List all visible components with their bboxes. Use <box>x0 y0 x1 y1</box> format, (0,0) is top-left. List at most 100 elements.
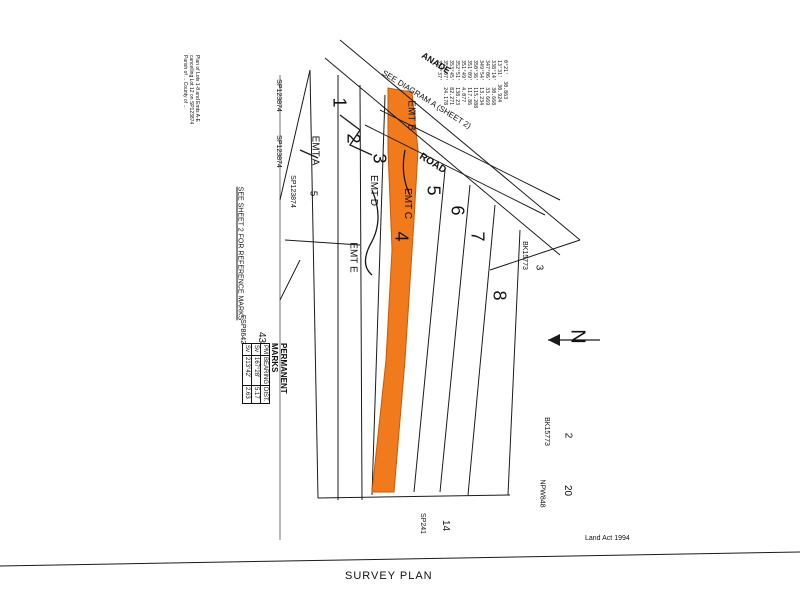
bearing-row: 353°45' 82.271 <box>448 60 454 190</box>
boundary-line <box>439 184 471 493</box>
note-line: Plan of Lots 1-8 and Emts A-E <box>194 55 200 122</box>
bearing-row: 355°07' 24.178 <box>442 60 448 190</box>
easement-path <box>402 149 411 196</box>
boundary-line <box>507 229 521 496</box>
easement-a-label: EMT A <box>309 135 321 166</box>
bearing-row: 13°31' 30.924 <box>496 60 502 190</box>
adjoining-plan-5: SP123874 <box>288 175 296 208</box>
bearing-row: 0°21' 30.863 <box>502 60 508 190</box>
adjoining-lot-5: 5 <box>307 190 319 197</box>
boundary-line <box>413 169 446 493</box>
boundary-line <box>309 69 319 499</box>
bearing-row: 352°51' 138.23 <box>454 60 460 190</box>
land-act-label: Land Act 1994 <box>585 535 630 542</box>
road-corridor <box>324 39 581 256</box>
bottom-border-line <box>0 551 800 567</box>
bearing-value: 351°09' <box>466 60 472 82</box>
table-cell: BEARING <box>260 355 270 386</box>
adjoining-plan-3: BK15773 <box>520 241 528 270</box>
lot-4-highlight[interactable] <box>371 87 419 493</box>
boundary-line <box>467 204 496 496</box>
lot-label-7[interactable]: 7 <box>467 231 488 242</box>
easement-path <box>339 114 373 156</box>
adjoining-plan-43: FSP8642 <box>239 314 247 345</box>
adjoining-plan-20: NPW848 <box>538 479 546 508</box>
easement-c-label: EMT C <box>401 188 413 219</box>
bearing-value: 350°36' <box>472 60 478 82</box>
north-arrow-icon <box>548 334 600 346</box>
table-row: Sv 213°42' 2.63 <box>242 343 252 404</box>
permanent-marks-table: PERMANENT MARKS PM BEARING DIST. Sv 167°… <box>242 343 288 423</box>
bearing-row: 338°14' 30.668 <box>490 60 496 190</box>
lot-label-1[interactable]: 1 <box>329 97 350 108</box>
bearing-row: 349°54' 13.234 <box>478 60 484 190</box>
north-arrow-head <box>548 334 560 346</box>
table-cell: Sv <box>242 343 252 356</box>
table-row: PM BEARING DIST. <box>260 343 270 404</box>
distance-value: 13.234 <box>478 87 484 106</box>
bearing-row: 351°49' 4.077 <box>460 60 466 190</box>
bearing-value: 0°21' <box>502 60 508 76</box>
bearing-row: 350°36' 115.288 <box>472 60 478 190</box>
distance-value: 82.271 <box>448 87 454 106</box>
distance-value: 30.924 <box>496 84 502 103</box>
marks-grid: PM BEARING DIST. Sv 167°28' 5.17 Sv 213°… <box>242 343 270 404</box>
distance-value: 24.178 <box>442 87 448 106</box>
adjoining-lot-14: 14 <box>440 519 452 532</box>
lot-label-6[interactable]: 6 <box>447 205 468 216</box>
plan-ref: SP123874 <box>274 135 282 168</box>
boundary-line <box>279 69 311 201</box>
easement-d-label: EMT D <box>367 175 379 206</box>
easement-lines <box>299 114 411 276</box>
boundary-line <box>359 84 363 501</box>
bearing-value: 347°06' <box>484 60 490 82</box>
lot-label-2[interactable]: 2 <box>343 133 364 144</box>
easement-e-label: EMT E <box>347 242 359 273</box>
distance-value: 115.288 <box>472 87 478 109</box>
adjoining-plan-14: SP241 <box>419 512 427 535</box>
bearing-row: 351°09'117.86 <box>466 60 472 190</box>
table-row: Sv 167°28' 5.17 <box>251 343 261 404</box>
distance-value: 30.863 <box>502 81 508 100</box>
table-cell: 167°28' <box>251 355 261 386</box>
distance-value: 4.077 <box>460 87 466 103</box>
boundary-line <box>371 94 386 496</box>
adjoining-lot-20: 20 <box>562 484 574 497</box>
bearing-value: 13°31' <box>496 60 502 79</box>
table-cell: PM <box>260 343 270 356</box>
bearing-value: 352°51' <box>454 60 460 82</box>
table-cell: Sv <box>251 343 261 356</box>
table-cell: DIST. <box>260 385 270 404</box>
bearing-value: 351°49' <box>460 60 466 82</box>
easement-b-label: EMT B <box>405 100 417 131</box>
lot-label-4[interactable]: 4 <box>391 231 412 242</box>
distance-value: 33.669 <box>484 87 490 106</box>
bearing-value: 349°54' <box>478 60 484 82</box>
plan-ref: SP123874 <box>274 79 282 112</box>
distance-value: 138.23 <box>454 87 460 106</box>
lot-label-3[interactable]: 3 <box>369 153 390 164</box>
road-edge-line <box>364 124 546 216</box>
permanent-marks-title: PERMANENT MARKS <box>270 343 288 394</box>
table-cell: 2.63 <box>242 385 252 404</box>
rear-boundary <box>317 494 511 499</box>
bearing-value: 338°14' <box>490 60 496 82</box>
adjoining-lot-2: 2 <box>562 432 574 439</box>
plan-title: SURVEY PLAN <box>345 570 433 582</box>
lot-label-8[interactable]: 8 <box>489 290 510 301</box>
road-edge-line <box>324 57 561 256</box>
road-edge-line <box>379 109 561 201</box>
adjoining-lot-43: 43 <box>256 331 268 344</box>
easement-path <box>364 189 379 276</box>
bearing-row: 357°37' <box>436 60 442 190</box>
bearing-value: 357°37' <box>436 60 442 82</box>
plan-notes: Plan of Lots 1-8 and Emts A-E cancelling… <box>182 55 200 124</box>
table-cell: 5.17 <box>251 385 261 404</box>
easement-path <box>299 149 319 159</box>
note-line: cancelling Lot 12 on SP123874 <box>188 55 194 125</box>
distance-value: 30.668 <box>490 87 496 106</box>
bearing-value: 353°45' <box>448 60 454 82</box>
bearing-value: 355°07' <box>442 60 448 82</box>
